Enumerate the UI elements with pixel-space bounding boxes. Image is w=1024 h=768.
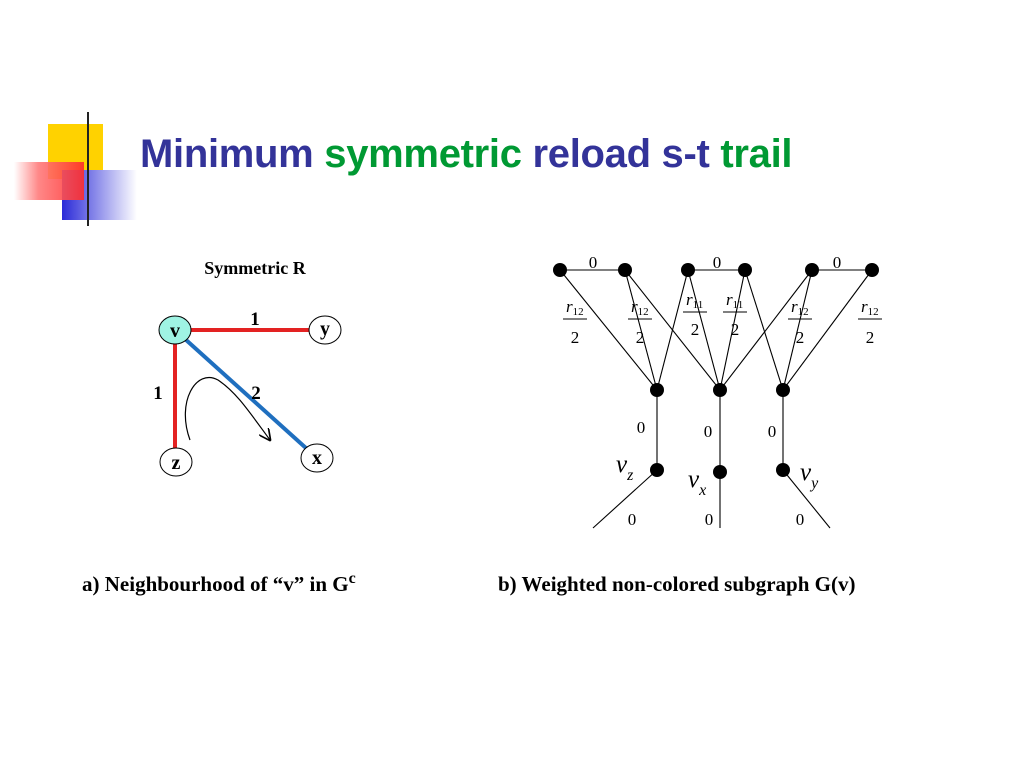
vertex-label-vx: vx <box>688 466 706 499</box>
neighbourhood-diagram: Symmetric R 1 1 2 v y z x <box>153 258 342 477</box>
title-part-1: Minimum <box>140 132 325 176</box>
slide-title: Minimum symmetric reload s-t trail <box>140 132 793 177</box>
svg-text:r11: r11 <box>726 290 743 311</box>
node-x: x <box>300 443 334 473</box>
red-square <box>14 162 84 200</box>
fraction-2: r12 2 <box>628 297 652 347</box>
symmetric-r-heading: Symmetric R <box>204 258 306 278</box>
svg-text:r11: r11 <box>686 290 703 311</box>
edge-label-vz: 1 <box>153 383 163 404</box>
mid-weight-3: 0 <box>768 422 777 441</box>
mid-weight-2: 0 <box>704 422 713 441</box>
svg-text:r12: r12 <box>861 297 879 318</box>
fraction-5: r12 2 <box>788 297 812 347</box>
edge-label-vy: 1 <box>250 309 260 330</box>
svg-text:2: 2 <box>866 328 875 347</box>
edge-v-x <box>173 328 319 460</box>
mid-weight-1: 0 <box>637 418 646 437</box>
top-weight-1: 0 <box>589 253 598 272</box>
svg-text:r12: r12 <box>791 297 809 318</box>
fraction-3: r11 2 <box>683 290 707 339</box>
node-z: z <box>159 447 193 477</box>
subgraph-vertices <box>553 263 879 479</box>
bottom-weight-3: 0 <box>796 510 805 529</box>
vertex-label-vy: vy <box>800 459 819 492</box>
title-part-4: trail <box>720 132 793 176</box>
trail-arrow <box>184 377 270 440</box>
svg-text:2: 2 <box>691 320 700 339</box>
top-weight-2: 0 <box>713 253 722 272</box>
svg-text:2: 2 <box>571 328 580 347</box>
node-y: y <box>308 315 342 345</box>
caption-b: b) Weighted non-colored subgraph G(v) <box>498 572 856 596</box>
svg-text:r12: r12 <box>631 297 649 318</box>
caption-a-text: a) Neighbourhood of “v” in G <box>82 572 349 596</box>
subgraph-labels: 0 0 0 r12 2 r12 2 r11 2 r11 2 r12 2 <box>563 253 882 529</box>
weighted-subgraph-diagram <box>559 269 873 529</box>
svg-text:2: 2 <box>796 328 805 347</box>
title-part-3: reload s-t <box>521 132 721 176</box>
svg-text:r12: r12 <box>566 297 584 318</box>
node-x-label: x <box>312 447 322 469</box>
node-v: v <box>158 315 192 345</box>
bottom-weight-1: 0 <box>628 510 637 529</box>
node-v-label: v <box>170 320 180 342</box>
vertex-label-vz: vz <box>616 451 634 484</box>
caption-a: a) Neighbourhood of “v” in Gc <box>82 570 356 597</box>
top-weight-3: 0 <box>833 253 842 272</box>
fraction-1: r12 2 <box>563 297 587 347</box>
svg-text:2: 2 <box>731 320 740 339</box>
slide-decoration <box>14 112 990 226</box>
bottom-weight-2: 0 <box>705 510 714 529</box>
svg-text:2: 2 <box>636 328 645 347</box>
edge-label-vx: 2 <box>251 383 261 404</box>
node-z-label: z <box>172 452 181 474</box>
caption-a-superscript: c <box>348 570 356 587</box>
node-y-label: y <box>320 318 330 340</box>
fraction-6: r12 2 <box>858 297 882 347</box>
fraction-4: r11 2 <box>723 290 747 339</box>
title-part-2: symmetric <box>324 132 522 176</box>
